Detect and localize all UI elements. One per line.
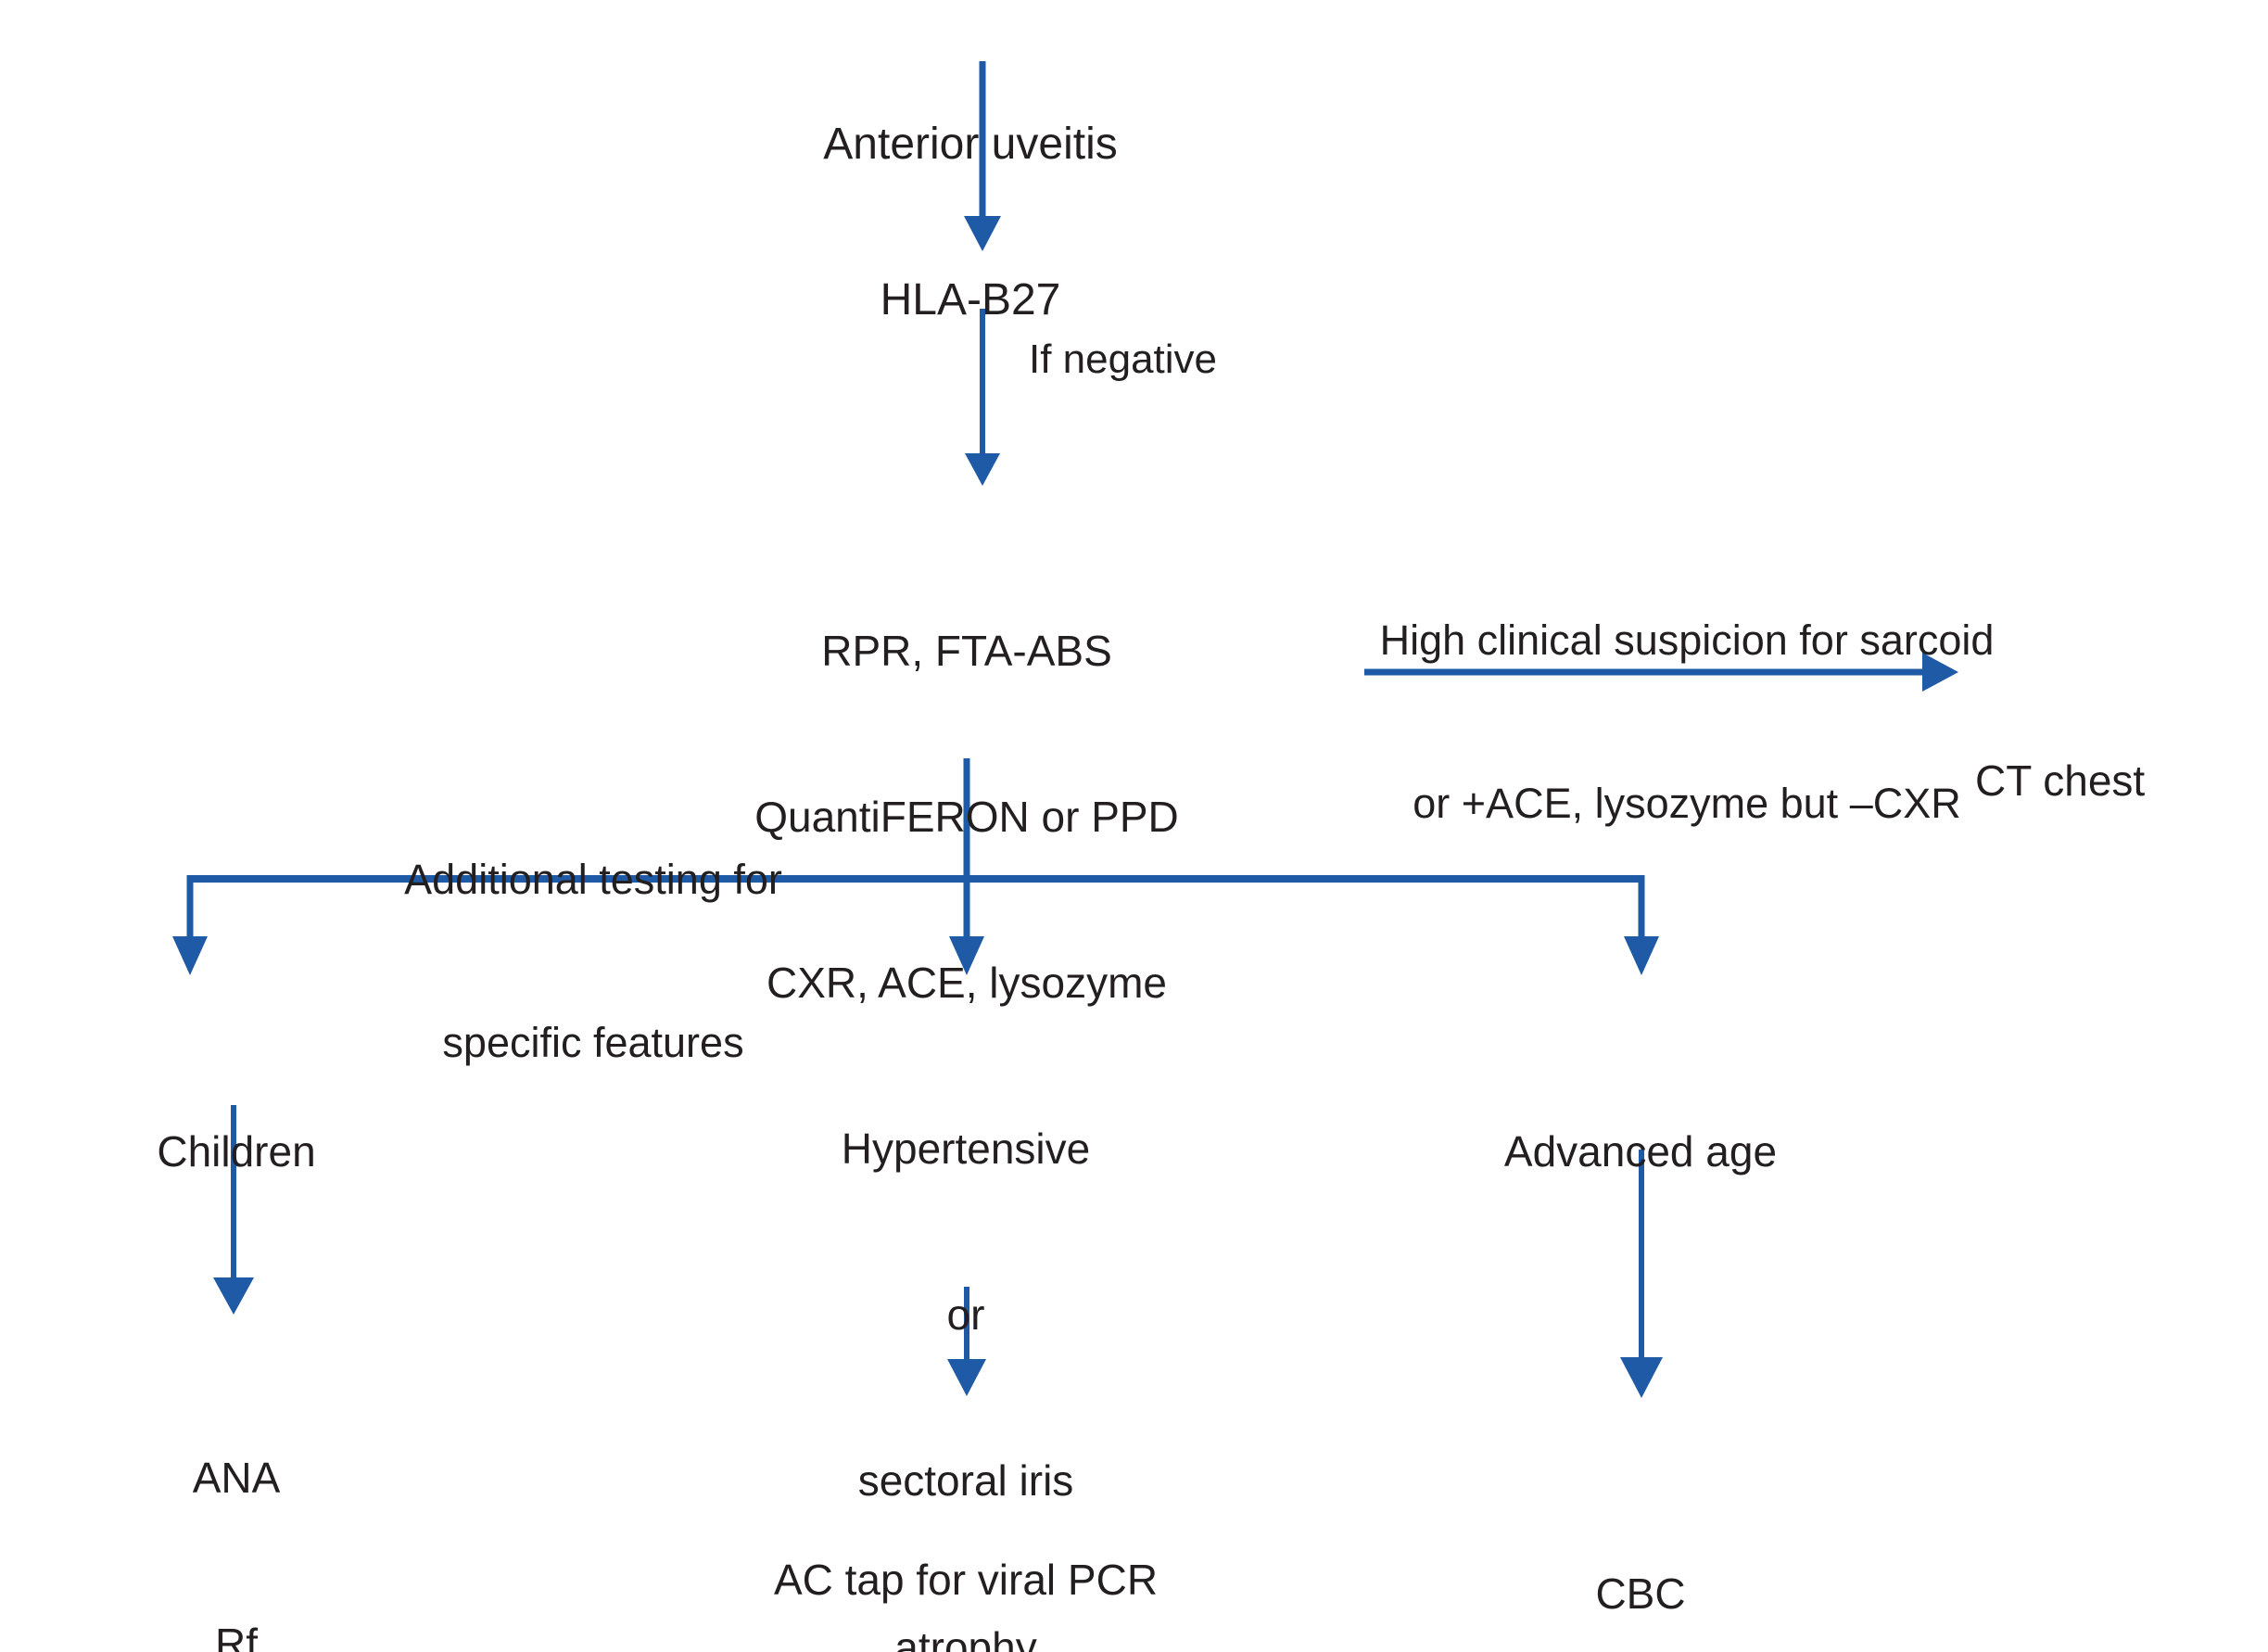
node-branch-hypertensive: Hypertensive or sectoral iris atrophy [743,1010,1188,1652]
node-ct-chest-label: CT chest [1975,756,2146,805]
node-hla-b27-label: HLA-B27 [880,274,1061,324]
node-children-tests: ANA Rf Beta-2 microglobulin BMP UA [0,1340,519,1652]
node-hypertensive-tests-label: AC tap for viral PCR [773,1555,1159,1604]
node-advanced-age-tests-line-1: CBC [1595,1569,1686,1618]
edge-label-sarcoid-suspicion-line-2: or +ACE, lysozyme but –CXR [1413,779,1961,827]
edge-label-additional-testing-line-1: Additional testing for [404,856,782,903]
node-children-tests-line-1: ANA [192,1453,281,1502]
node-anterior-uveitis: Anterior uveitis [692,0,1248,289]
node-serology-panel-line-1: RPR, FTA-ABS [821,626,1112,675]
edge-label-additional-testing-line-2: specific features [442,1018,744,1066]
node-children-tests-line-2: Rf [215,1619,258,1652]
node-hypertensive-tests: AC tap for viral PCR [688,1442,1244,1652]
edge-bar-to-advanced-age [1624,936,1659,975]
node-hla-b27: HLA-B27 [739,156,1202,445]
node-branch-advanced-age: Advanced age [1446,1013,1835,1290]
node-branch-hypertensive-line-4: atrophy [894,1622,1037,1652]
node-serology-panel: RPR, FTA-ABS QuantiFERON or PPD CXR, ACE… [661,513,1273,1123]
edge-label-additional-testing: Additional testing for specific features [310,744,876,1178]
node-branch-hypertensive-line-1: Hypertensive [841,1124,1091,1173]
node-serology-panel-line-2: QuantiFERON or PPD [754,792,1179,841]
node-branch-children-label: Children [157,1126,316,1175]
edge-label-if-negative: If negative [1029,227,1418,492]
node-branch-advanced-age-label: Advanced age [1503,1126,1778,1175]
node-advanced-age-tests: CBC AC tap for flow cytometry [1316,1455,1965,1652]
node-serology-panel-line-3: CXR, ACE, lysozyme [767,959,1167,1008]
edge-label-if-negative-text: If negative [1029,337,1218,383]
node-branch-hypertensive-line-3: sectoral iris [857,1456,1074,1506]
edge-bar-to-children [172,936,208,975]
edge-label-sarcoid-suspicion: High clinical suspicion for sarcoid or +… [1284,505,2090,939]
edge-label-sarcoid-suspicion-line-1: High clinical suspicion for sarcoid [1379,616,1995,664]
node-anterior-uveitis-label: Anterior uveitis [823,119,1118,169]
node-branch-hypertensive-line-2: or [946,1290,985,1339]
node-branch-children: Children [42,1013,431,1290]
node-ct-chest: CT chest [1975,642,2268,920]
